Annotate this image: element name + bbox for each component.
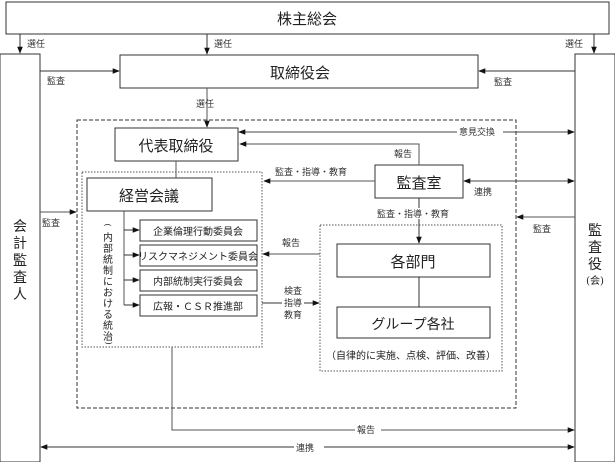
opinion-exchange-label: 意見交換	[459, 126, 495, 138]
report-arrow-auditors	[171, 347, 575, 433]
departments-node[interactable]: 各部門	[336, 243, 491, 278]
audit-label: 監査	[494, 76, 512, 88]
svg-text:け: け	[103, 298, 113, 310]
svg-text:に: に	[103, 276, 113, 288]
committee-label: 企業倫理行動委員会	[153, 225, 243, 238]
corporate-auditors-node[interactable]: 監 査 役 (会)	[574, 53, 615, 462]
shareholders-meeting-label: 株主総会	[277, 10, 337, 28]
committee-risk-management[interactable]: リスクマネジメント委員会	[138, 244, 258, 267]
elect-label: 選任	[196, 98, 214, 110]
elect-label: 選任	[27, 38, 45, 50]
committee-corporate-ethics[interactable]: 企業倫理行動委員会	[139, 219, 258, 242]
svg-text:査: 査	[588, 240, 602, 256]
svg-text:人: 人	[13, 287, 27, 303]
coordination-label: 連携	[474, 186, 492, 198]
svg-text:指導: 指導	[284, 297, 302, 309]
audit-guidance-label: 監査・指導・教育	[377, 208, 449, 220]
svg-text:教育: 教育	[284, 309, 302, 321]
management-council-node[interactable]: 経営会議	[86, 177, 213, 212]
group-companies-label: グループ各社	[371, 317, 454, 333]
departments-group-boundary	[319, 224, 503, 372]
coordination-label: 連携	[296, 442, 314, 454]
committee-label: リスクマネジメント委員会	[138, 250, 258, 263]
representative-director-label: 代表取締役	[138, 137, 213, 155]
council-committees-connector	[123, 211, 140, 308]
autonomous-note: （自律的に実施、点検、評価、改善）	[326, 349, 496, 362]
svg-text:部: 部	[103, 242, 113, 255]
report-label: 報告	[394, 148, 412, 160]
svg-text:監: 監	[588, 222, 602, 239]
group-companies-node[interactable]: グループ各社	[336, 306, 491, 339]
svg-text:お: お	[103, 287, 113, 299]
svg-text:会: 会	[13, 219, 27, 235]
svg-text:統: 統	[103, 253, 113, 266]
external-auditor-label: 会 計 監 査 人	[13, 219, 27, 303]
company-boundary	[76, 119, 517, 409]
management-council-label: 経営会議	[119, 187, 179, 205]
elect-label: 選任	[214, 38, 232, 50]
svg-text:制: 制	[103, 264, 113, 277]
external-auditor-node[interactable]: 会 計 監 査 人	[0, 53, 41, 462]
internal-governance-note: ( 内 部 統 制 に お け る 統 治 )	[103, 223, 113, 344]
audit-guidance-label: 監査・指導・教育	[275, 166, 347, 178]
committee-pr-csr[interactable]: 広報・ＣＳＲ推進部	[139, 294, 258, 317]
departments-label: 各部門	[390, 253, 435, 271]
elect-label: 選任	[565, 38, 583, 50]
svg-text:監: 監	[13, 252, 27, 269]
svg-text:治: 治	[103, 330, 113, 343]
audit-office-label: 監査室	[396, 174, 441, 192]
shareholders-meeting-node[interactable]: 株主総会	[5, 1, 610, 35]
corporate-auditors-label: 監 査 役 (会)	[586, 222, 604, 287]
committee-label: 広報・ＣＳＲ推進部	[153, 300, 243, 313]
board-of-directors-node[interactable]: 取締役会	[119, 54, 479, 89]
svg-text:統: 統	[103, 319, 113, 332]
svg-text:役: 役	[588, 257, 602, 273]
inspect-guide-educate-label: 検査 指導 教育	[284, 285, 302, 321]
svg-text:内: 内	[103, 231, 113, 244]
audit-label: 監査	[42, 217, 60, 229]
report-arrow-ceo	[239, 141, 420, 165]
svg-text:る: る	[103, 309, 113, 321]
svg-text:(会): (会)	[586, 274, 604, 287]
report-label: 報告	[357, 424, 375, 436]
report-label: 報告	[282, 237, 300, 249]
representative-director-node[interactable]: 代表取締役	[114, 127, 239, 162]
board-of-directors-label: 取締役会	[270, 64, 330, 82]
svg-text:): )	[104, 341, 113, 344]
audit-office-node[interactable]: 監査室	[374, 164, 464, 199]
committee-label: 内部統制実行委員会	[153, 275, 243, 288]
committee-internal-control[interactable]: 内部統制実行委員会	[139, 269, 258, 292]
audit-label: 監査	[47, 75, 65, 87]
svg-text:(: (	[103, 223, 112, 226]
audit-label: 監査	[533, 223, 551, 235]
svg-text:検査: 検査	[284, 285, 302, 297]
svg-text:査: 査	[13, 270, 27, 286]
svg-text:計: 計	[13, 236, 27, 252]
